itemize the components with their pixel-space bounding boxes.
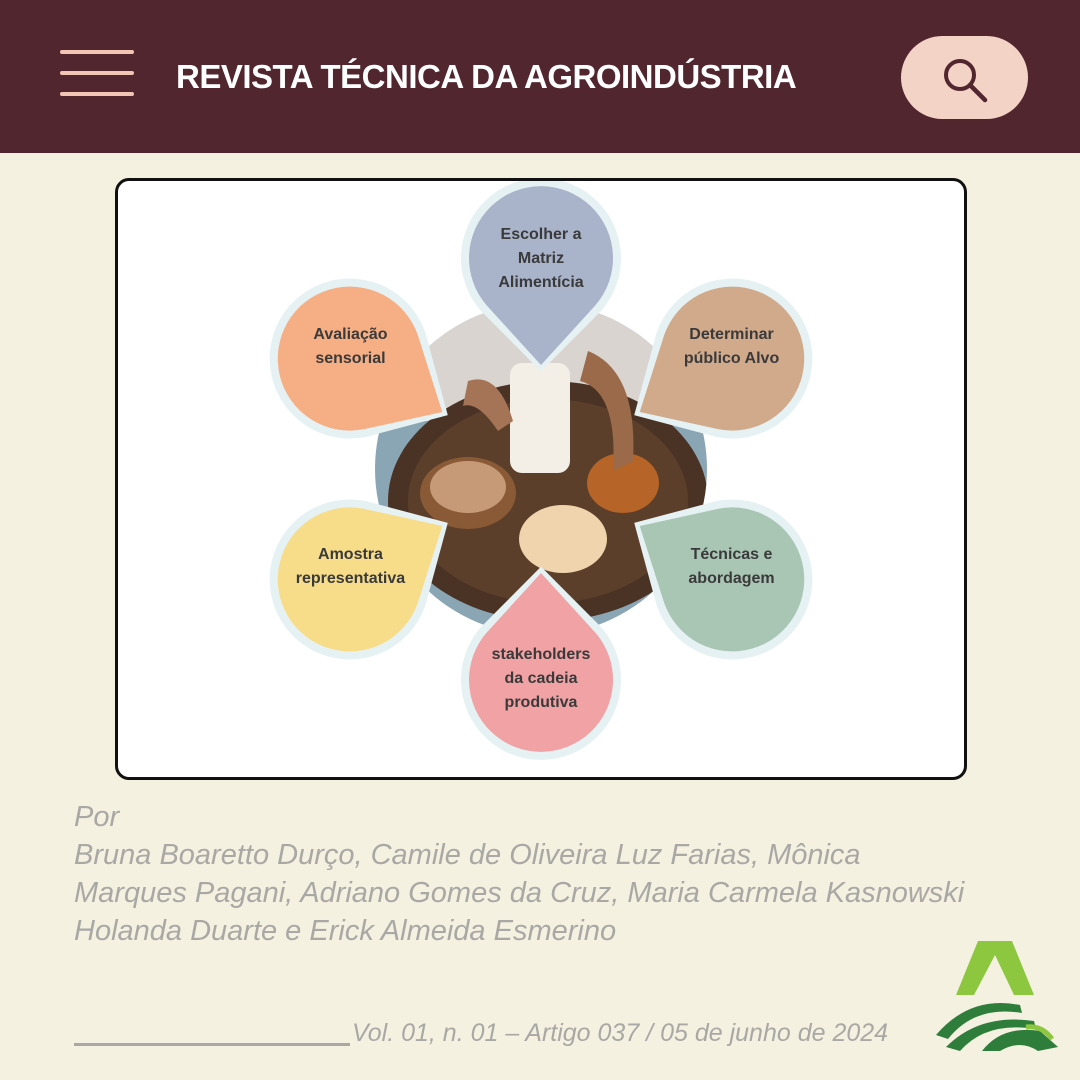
diagram-graphic (269, 181, 813, 760)
journal-logo (936, 941, 1058, 1051)
byline-prefix: Por (74, 801, 120, 833)
petal-label-avaliacao-sensorial: Avaliação sensorial (313, 326, 388, 367)
petal-label-determinar-publico: Determinar público Alvo (683, 326, 780, 367)
petal-amostra-representativa (277, 507, 443, 652)
search-icon (944, 59, 988, 103)
petal-label-stakeholders: stakeholders da cadeia produtiva (491, 646, 591, 711)
petal-label-amostra-representativa: Amostra representativa (295, 546, 406, 587)
byline: Por Bruna Boaretto Durço, Camile de Oliv… (74, 798, 974, 950)
search-button[interactable] (901, 36, 1028, 119)
petal-label-escolher-matriz: Escolher a Matriz Alimentícia (498, 226, 584, 291)
header-bar: REVISTA TÉCNICA DA AGROINDÚSTRIA (0, 0, 1080, 153)
petal-avaliacao-sensorial (277, 286, 443, 431)
petal-determinar-publico (639, 286, 805, 431)
page-title: REVISTA TÉCNICA DA AGROINDÚSTRIA (176, 58, 797, 95)
petal-escolher-matriz (469, 186, 613, 365)
petal-tecnicas-abordagem (639, 507, 805, 652)
petal-stakeholders (469, 573, 613, 752)
byline-authors: Bruna Boaretto Durço, Camile de Oliveira… (74, 839, 965, 947)
petal-label-tecnicas-abordagem: Técnicas e abordagem (688, 546, 775, 587)
volume-info: Vol. 01, n. 01 – Artigo 037 / 05 de junh… (352, 1019, 889, 1047)
footer-divider (74, 1043, 350, 1046)
hamburger-icon[interactable] (60, 50, 134, 96)
